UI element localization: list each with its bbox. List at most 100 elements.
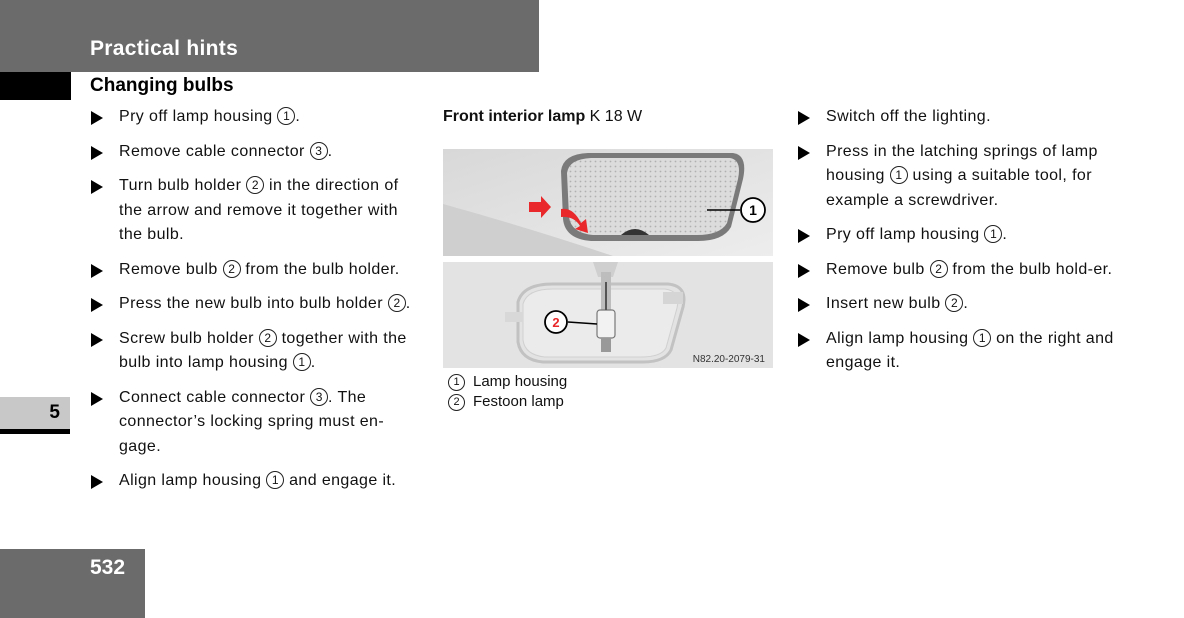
figure-legend: 1 Lamp housing 2 Festoon lamp [448,372,567,412]
figure-code: N82.20-2079-31 [692,354,765,365]
step-arrow-icon [798,263,810,278]
instruction-step: Pry off lamp housing 1. [797,223,1137,248]
step-text: Insert new bulb [826,295,946,312]
callout-2: 2 [552,315,559,330]
item-number-circle: 3 [310,387,329,406]
instruction-step: Align lamp housing 1 and engage it. [90,469,425,494]
step-arrow-icon [91,298,103,312]
item-number-circle: 2 [258,328,277,347]
step-arrow-icon [91,475,103,489]
step-text: . [295,108,301,125]
figure-title: Front interior lamp K 18 W [443,105,773,129]
rotate-arrow-icon [561,208,588,233]
item-number-circle: 1 [292,353,311,371]
page-number-box [0,549,145,618]
step-arrow-icon [91,391,103,406]
step-text: using a suitable tool, for example a scr… [826,167,1092,209]
instruction-step: Turn bulb holder 2 in the direction of t… [90,174,425,248]
step-text: . [327,142,333,160]
section-marker [0,72,71,100]
page-number: 532 [90,556,126,579]
step-arrow-icon [91,263,103,278]
item-number-circle: 2 [246,176,265,194]
item-number-circle: 2 [387,294,406,312]
legend-item: 2 Festoon lamp [448,392,567,412]
right-instructions: Switch off the lighting. Press in the lat… [797,105,1137,386]
item-number-circle: 1 [277,107,296,125]
step-text: in the direction of the arrow and remove… [119,177,399,243]
header-bar [0,0,539,72]
instruction-step: Switch off the lighting. [797,105,1137,130]
middle-column: Front interior lamp K 18 W [443,105,773,129]
step-arrow-icon [91,111,103,125]
step-text: on the right and engage it. [826,329,1114,372]
item-number-circle: 1 [973,328,992,347]
instruction-step: Insert new bulb 2. [797,292,1137,317]
step-text: Connect cable connector [119,388,311,406]
chapter-underline [0,429,70,434]
callout-1: 1 [749,202,757,218]
step-arrow-icon [798,298,810,312]
legend-item: 1 Lamp housing [448,372,567,392]
step-text: Remove bulb [119,260,223,278]
item-number-circle: 3 [309,141,328,160]
step-text: from the bulb holder. [240,260,400,278]
item-number-circle: 2 [929,259,948,278]
instruction-step: Press in the latching springs of lamp ho… [797,140,1137,214]
figure-festoon-lamp: 2 N82.20-2079-31 [443,262,773,368]
section-title: Changing bulbs [90,75,234,96]
step-text: Remove cable connector [119,142,310,160]
item-number-circle: 2 [945,294,964,312]
step-arrow-icon [91,180,103,194]
instruction-step: Remove bulb 2 from the bulb hold-er. [797,258,1137,283]
figure-title-bold: Front interior lamp [443,108,586,125]
step-arrow-icon [798,145,810,160]
festoon-lamp-illustration: 2 [443,262,773,368]
step-text: Press the new bulb into bulb holder [119,295,388,312]
chapter-number: 5 [49,402,60,423]
step-text: Press in the latching springs of lamp ho… [826,142,1098,185]
step-arrow-icon [798,332,810,347]
item-number-circle: 1 [266,471,285,489]
step-arrow-icon [798,111,810,125]
push-arrow-icon [529,196,551,218]
instruction-step: Press the new bulb into bulb holder 2. [90,292,425,317]
step-text: Remove bulb [826,260,930,278]
legend-number-circle: 2 [448,393,465,411]
step-text: together with the bulb into lamp housing [119,329,407,372]
legend-label: Lamp housing [473,373,568,390]
step-arrow-icon [91,145,103,160]
item-number-circle: 2 [222,259,241,278]
step-text: Pry off lamp housing [826,226,985,243]
step-text: . [1002,226,1008,243]
instruction-step: Connect cable connector 3. The connector… [90,386,425,460]
callout-2-circle [544,310,568,334]
figure-title-rest: K 18 W [585,108,643,125]
instruction-step: Remove cable connector 3. [90,140,425,165]
step-text: . [310,354,316,371]
step-arrow-icon [798,229,810,243]
step-text: . [963,295,969,312]
step-text: Switch off the lighting. [826,108,991,125]
item-number-circle: 1 [889,166,908,184]
step-text: . [405,295,411,312]
step-text: Align lamp housing [826,329,974,347]
step-text: Screw bulb holder [119,329,259,347]
legend-number-circle: 1 [448,373,465,391]
instruction-step: Pry off lamp housing 1. [90,105,425,130]
instruction-step: Align lamp housing 1 on the right and en… [797,327,1137,376]
left-instructions: Pry off lamp housing 1. Remove cable conn… [90,105,425,504]
step-text: Turn bulb holder [119,177,247,194]
item-number-circle: 1 [984,225,1003,243]
lamp-housing-illustration: 1 [443,149,773,256]
step-text: from the bulb hold-er. [947,260,1113,278]
legend-label: Festoon lamp [473,393,564,410]
callout-1-circle [740,197,766,223]
page-header-title: Practical hints [90,37,239,60]
step-arrow-icon [91,332,103,347]
step-text: and engage it. [284,472,397,489]
chapter-tab: 5 [0,397,70,429]
instruction-step: Screw bulb holder 2 together with the bu… [90,327,425,376]
figure-lamp-housing: 1 [443,149,773,256]
step-text: . The connector’s locking spring must en… [119,388,385,455]
